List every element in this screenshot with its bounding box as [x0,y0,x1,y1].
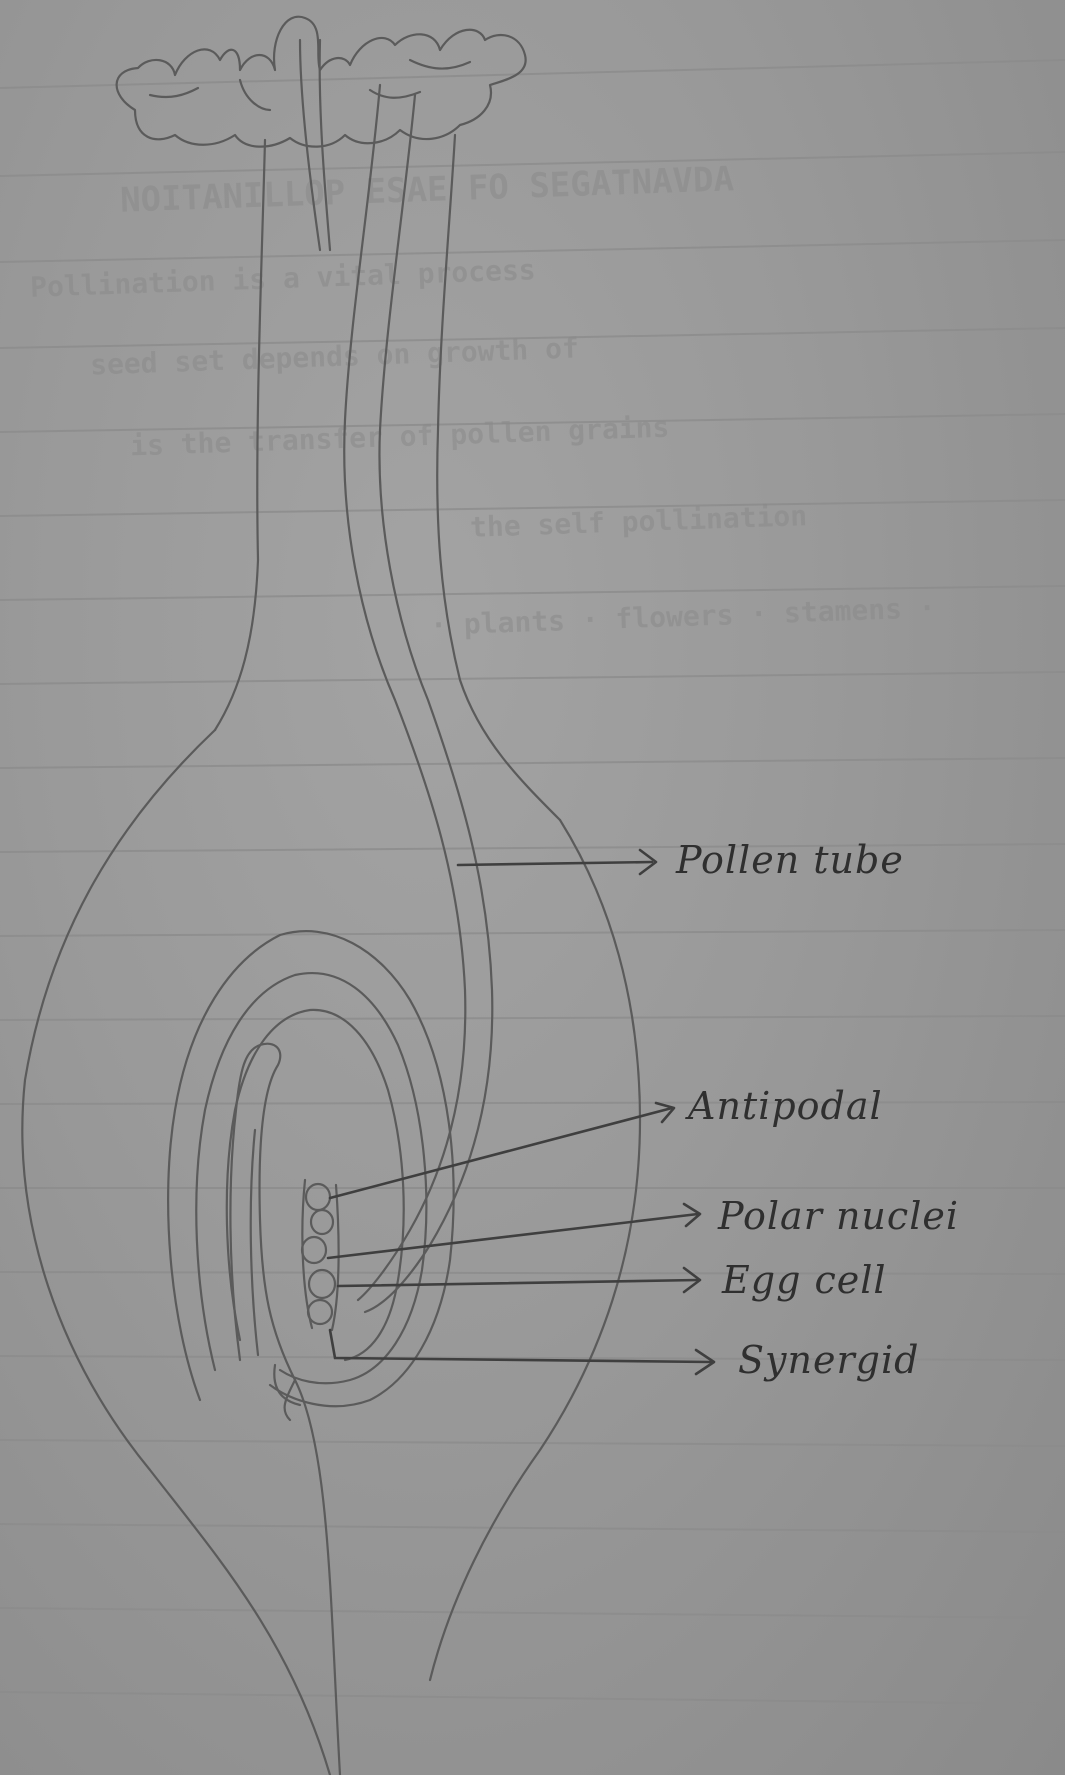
antipodal-cell [311,1210,333,1234]
label-pollen-tube: Pollen tube [676,838,904,882]
label-pointers [328,850,714,1374]
synergid-cell [308,1300,332,1324]
label-egg-cell: Egg cell [722,1258,887,1302]
pollen-tube-pointer [458,862,652,865]
antipodal-cell [306,1184,330,1210]
label-polar-nuclei: Polar nuclei [718,1194,959,1238]
egg-cell-pointer [338,1280,698,1286]
polar-nuclei-cell [302,1237,326,1263]
label-synergid: Synergid [738,1338,919,1382]
antipodal-pointer [330,1108,672,1198]
ovule [168,931,453,1406]
label-antipodal: Antipodal [688,1084,883,1128]
egg-cell [309,1270,335,1298]
embryo-sac [302,1180,339,1330]
style [215,135,560,820]
synergid-pointer [330,1330,712,1362]
polar-nuclei-pointer [328,1214,698,1258]
